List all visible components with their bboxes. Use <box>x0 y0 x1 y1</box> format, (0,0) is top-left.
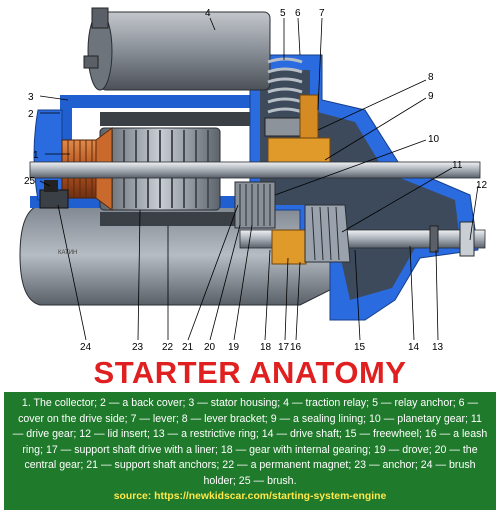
callout-4: 4 <box>205 8 211 19</box>
source-line: source: https://newkidscar.com/starting-… <box>113 491 387 502</box>
relay-spring <box>267 57 303 114</box>
callout-13: 13 <box>432 342 444 353</box>
stator-housing-section <box>60 95 250 190</box>
starter-cutaway-diagram: КАТИН 1 2 3 4 5 6 7 8 9 10 11 12 13 <box>19 7 488 353</box>
permanent-magnet-top <box>100 112 250 126</box>
callout-12: 12 <box>476 180 488 191</box>
callout-7: 7 <box>319 8 325 19</box>
callout-25: 25 <box>24 176 36 187</box>
legend-box: 1. The collector; 2 — a back cover; 3 — … <box>4 392 496 510</box>
callout-16: 16 <box>290 342 302 353</box>
callout-2: 2 <box>28 109 34 120</box>
legend-text: 1. The collector; 2 — a back cover; 3 — … <box>12 397 488 487</box>
callout-3: 3 <box>28 92 34 103</box>
relay-terminal-bottom <box>83 55 99 69</box>
drive-gear <box>304 204 351 263</box>
brush <box>44 180 58 192</box>
page-title: STARTER ANATOMY <box>93 355 407 390</box>
callout-14: 14 <box>408 342 420 353</box>
callout-24: 24 <box>80 342 92 353</box>
gear-teeth <box>239 184 271 226</box>
relay-terminal-top <box>91 7 109 29</box>
lever-bracket <box>267 137 331 166</box>
callout-10: 10 <box>428 134 440 145</box>
callout-17: 17 <box>278 342 290 353</box>
callout-1: 1 <box>33 150 39 161</box>
callout-9: 9 <box>428 91 434 102</box>
callout-8: 8 <box>428 72 434 83</box>
callout-21: 21 <box>182 342 194 353</box>
lid-insert <box>459 221 475 257</box>
planetary-gear <box>234 181 276 229</box>
callout-11: 11 <box>452 160 463 171</box>
callout-6: 6 <box>295 8 301 19</box>
permanent-magnet-bottom <box>100 212 250 226</box>
callout-5: 5 <box>280 8 286 19</box>
callout-20: 20 <box>204 342 216 353</box>
gear-with-internal-gearing <box>271 229 307 265</box>
restrictive-ring <box>429 225 439 253</box>
drive-gear-teeth <box>311 206 340 261</box>
drive-shaft <box>29 161 481 179</box>
callout-19: 19 <box>228 342 240 353</box>
callout-22: 22 <box>162 342 174 353</box>
callout-18: 18 <box>260 342 272 353</box>
callout-15: 15 <box>354 342 366 353</box>
callout-23: 23 <box>132 342 144 353</box>
traction-relay-body <box>99 11 271 91</box>
callout-leaders <box>39 17 479 341</box>
brush-holder <box>39 189 69 209</box>
